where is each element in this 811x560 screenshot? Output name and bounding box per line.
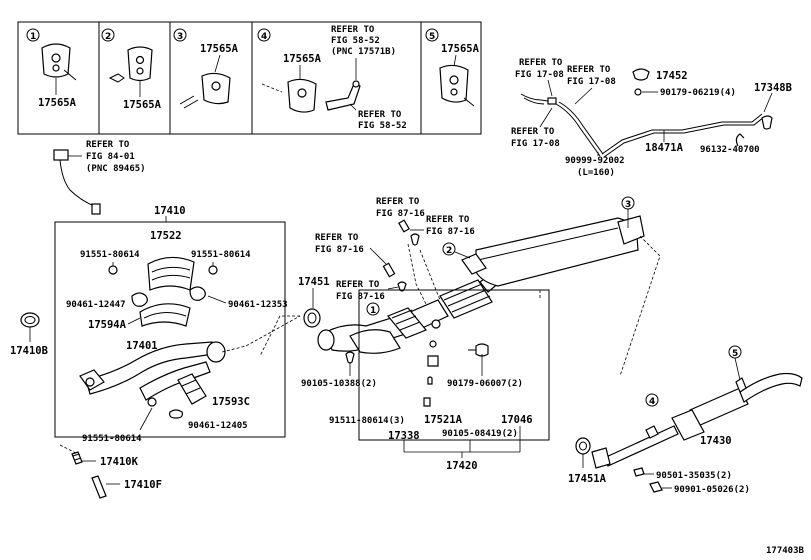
ref-17-08-c: REFER TO	[511, 127, 555, 137]
part-90105-10388: 90105-10388(2)	[301, 379, 377, 389]
ref-87-16-c2: FIG 87-16	[315, 245, 364, 255]
inset-5[interactable]: 5 17565A	[425, 28, 480, 107]
inset-3-part: 17565A	[200, 43, 239, 55]
diagram-id: 177403B	[766, 546, 805, 556]
callout-2: 2	[446, 246, 452, 256]
ref-84-01b: FIG 84-01	[86, 152, 135, 162]
part-91551-c: 91551-80614	[82, 434, 142, 444]
ref-87-16-d: REFER TO	[336, 280, 380, 290]
part-91551-a: 91551-80614	[80, 250, 140, 260]
part-90901-05026: 90901-05026(2)	[674, 485, 750, 495]
inset-3-number: 3	[177, 32, 183, 42]
part-17420: 17420	[446, 460, 478, 472]
part-90461-12405: 90461-12405	[188, 421, 248, 431]
stud-nut-group[interactable]: 17410K 17410F	[59, 444, 162, 499]
inset-1[interactable]: 1 17565A	[26, 28, 77, 109]
gasket-17410B[interactable]: 17410B	[10, 312, 48, 357]
part-91511-80614: 91511-80614(3)	[329, 416, 405, 426]
part-90105-08419: 90105-08419(2)	[442, 429, 518, 439]
part-18471A: 18471A	[645, 142, 684, 154]
part-17452: 17452	[656, 70, 688, 82]
part-17046: 17046	[501, 414, 533, 426]
ref-87-16-d2: FIG 87-16	[336, 292, 385, 302]
inset-1-number: 1	[30, 32, 36, 42]
ref-87-16-a: REFER TO	[376, 197, 420, 207]
inset-4-ref1c: (PNC 17571B)	[331, 47, 396, 57]
part-17430: 17430	[700, 435, 732, 447]
callout-3: 3	[625, 200, 631, 210]
inset-4-ref2b: FIG 58-52	[358, 121, 407, 131]
part-90501-35035: 90501-35035(2)	[656, 471, 732, 481]
part-17522: 17522	[150, 230, 182, 242]
inset-3[interactable]: 3 17565A	[173, 28, 239, 109]
inset-4-part: 17565A	[283, 53, 322, 65]
part-17410B: 17410B	[10, 345, 48, 357]
inset-2-part: 17565A	[123, 99, 162, 111]
inset-5-number: 5	[429, 32, 435, 42]
inset-4[interactable]: 4 REFER TO FIG 58-52 (PNC 17571B) 17565A…	[257, 25, 407, 131]
ref-17-08-a2: FIG 17-08	[515, 70, 564, 80]
ref-87-16-a2: FIG 87-16	[376, 209, 425, 219]
part-90999-92002: 90999-92002	[565, 156, 625, 166]
part-90461-12447: 90461-12447	[66, 300, 126, 310]
part-90179-06219: 90179-06219(4)	[660, 88, 736, 98]
oxygen-sensor[interactable]: REFER TO FIG 84-01 (PNC 89465)	[53, 140, 146, 215]
ref-17-08-c2: FIG 17-08	[511, 139, 560, 149]
part-17401: 17401	[126, 340, 158, 352]
part-96132-40700: 96132-40700	[700, 145, 760, 155]
inset-4-ref1b: FIG 58-52	[331, 36, 380, 46]
ref-84-01: REFER TO	[86, 140, 130, 150]
part-17451A: 17451A	[568, 473, 607, 485]
inset-5-part: 17565A	[441, 43, 480, 55]
inset-1-part: 17565A	[38, 97, 77, 109]
inset-4-number: 4	[261, 32, 267, 42]
ref-87-16-b: REFER TO	[426, 215, 470, 225]
part-17593C: 17593C	[212, 396, 250, 408]
part-90461-12353: 90461-12353	[228, 300, 288, 310]
inset-4-ref1: REFER TO	[331, 25, 375, 35]
part-17451: 17451	[298, 276, 330, 288]
ref-17-08-b: REFER TO	[567, 65, 611, 75]
part-17594A: 17594A	[88, 319, 127, 331]
part-17521A: 17521A	[424, 414, 463, 426]
inset-panels: 1 17565A 2 17565A 3 17565A	[17, 21, 482, 135]
inset-2-number: 2	[105, 32, 111, 42]
part-17410F: 17410F	[124, 479, 162, 491]
inset-4-ref2: REFER TO	[358, 110, 402, 120]
part-17338: 17338	[388, 430, 420, 442]
part-91551-b: 91551-80614	[191, 250, 251, 260]
part-17348B: 17348B	[754, 82, 792, 94]
ref-84-01c: (PNC 89465)	[86, 164, 146, 174]
callout-1: 1	[370, 306, 376, 316]
ref-87-16-b2: FIG 87-16	[426, 227, 475, 237]
callout-4: 4	[649, 397, 655, 407]
callout-5: 5	[732, 349, 738, 359]
part-17410K: 17410K	[100, 456, 139, 468]
part-90999-length: (L=160)	[577, 168, 615, 178]
exhaust-manifold-group[interactable]: 17410 17522 91551-80614 91551-80614 9046…	[54, 205, 301, 444]
center-pipe-group[interactable]: REFER TO FIG 87-16 REFER TO FIG 87-16 RE…	[259, 197, 519, 389]
ref-87-16-c: REFER TO	[315, 233, 359, 243]
inset-2[interactable]: 2 17565A	[101, 28, 162, 111]
ref-17-08-b2: FIG 17-08	[567, 77, 616, 87]
part-17410: 17410	[154, 205, 186, 217]
top-right-group[interactable]: REFER TO FIG 17-08 REFER TO FIG 17-08 RE…	[511, 58, 792, 178]
tail-pipe-group[interactable]: 5 4 17430 17451A 90501-35035(2) 90901-05…	[568, 345, 803, 495]
main-muffler-group[interactable]: 3 2 90179-06007(2) 91511-80614(3) 17521A…	[329, 196, 661, 472]
part-90179-06007: 90179-06007(2)	[447, 379, 523, 389]
ref-17-08-a: REFER TO	[519, 58, 563, 68]
